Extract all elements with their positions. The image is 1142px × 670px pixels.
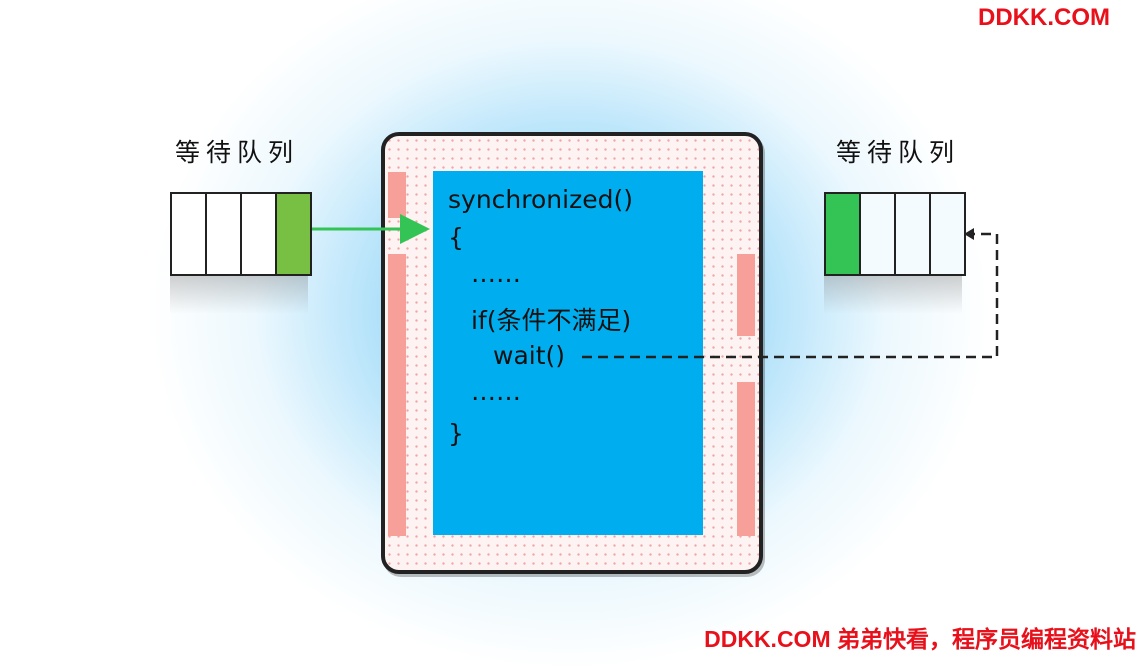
- queue-slot-active: [277, 194, 310, 274]
- left-waiting-queue: [170, 192, 312, 276]
- right-queue-label: 等待队列: [836, 138, 961, 167]
- left-queue-reflection: [170, 276, 308, 314]
- queue-slot: [896, 194, 931, 274]
- monitor-box: synchronized() { …… if(条件不满足) wait() …… …: [381, 132, 763, 574]
- code-line-ellipsis-2: ……: [471, 377, 521, 406]
- queue-slot: [931, 194, 964, 274]
- queue-slot-active: [826, 194, 861, 274]
- code-line-ellipsis-1: ……: [471, 259, 521, 288]
- code-line-if-condition: if(条件不满足): [471, 306, 632, 335]
- watermark-top: DDKK.COM: [978, 4, 1110, 31]
- queue-slot: [172, 194, 207, 274]
- queue-slot: [207, 194, 242, 274]
- code-line-open-brace: {: [448, 223, 464, 252]
- code-line-wait: wait(): [493, 341, 566, 370]
- entry-pillar-top: [388, 172, 406, 218]
- queue-slot: [861, 194, 896, 274]
- exit-pillar-top: [737, 254, 755, 336]
- wait-arrow-head: [964, 228, 974, 240]
- watermark-bottom: DDKK.COM 弟弟快看，程序员编程资料站: [704, 626, 1136, 652]
- right-waiting-queue: [824, 192, 966, 276]
- code-line-close-brace: }: [448, 419, 464, 448]
- code-line-synchronized: synchronized(): [448, 185, 633, 214]
- left-queue-label: 等待队列: [175, 138, 300, 167]
- wait-arrow: [582, 232, 999, 359]
- code-block: synchronized() { …… if(条件不满足) wait() …… …: [433, 171, 703, 535]
- arrows-layer: [312, 214, 999, 359]
- exit-pillar-bottom: [737, 382, 755, 536]
- right-queue-reflection: [824, 276, 962, 314]
- entry-pillar-bottom: [388, 254, 406, 536]
- queue-slot: [242, 194, 277, 274]
